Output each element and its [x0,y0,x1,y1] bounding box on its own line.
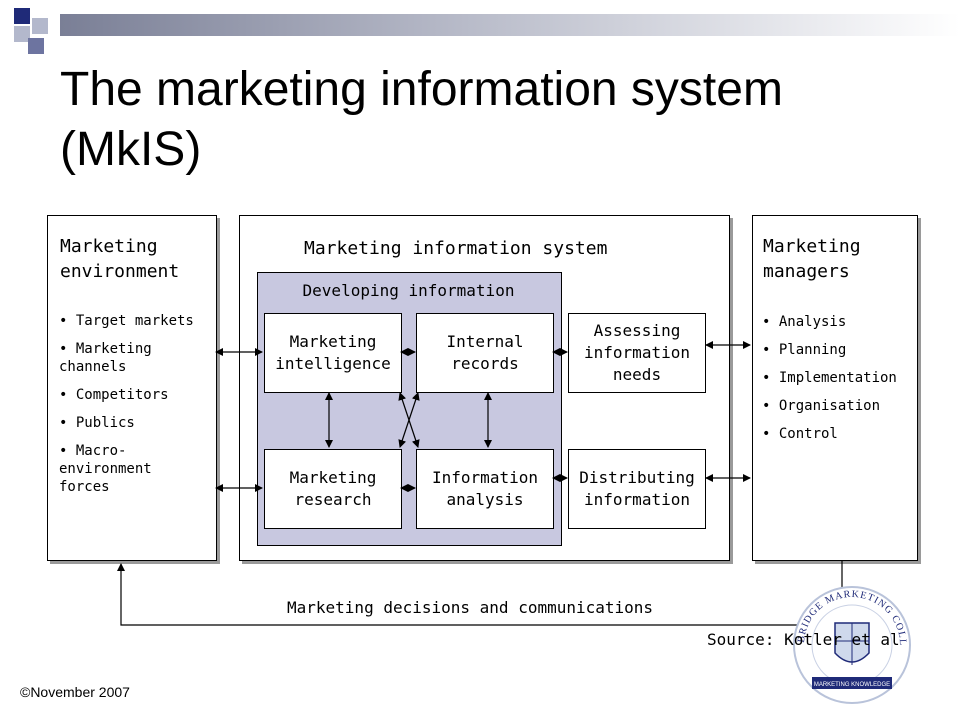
college-seal-logo: CAMBRIDGE MARKETING COLLEGE MARKETING KN… [790,583,911,704]
list-item: • Implementation [762,370,897,386]
svg-text:MARKETING KNOWLEDGE: MARKETING KNOWLEDGE [814,682,890,688]
internal-records-box: Internal records [416,313,554,393]
footer-date: ©November 2007 [20,684,130,700]
environment-panel [47,215,217,561]
system-heading: Marketing information system [304,238,608,259]
list-item: • Control [762,426,838,442]
developing-heading: Developing information [302,281,515,300]
managers-panel [752,215,918,561]
arrow-cross-2 [398,392,420,448]
environment-list: • Target markets • Marketing channels • … [59,312,209,506]
distributing-info-box: Distributing information [568,449,706,529]
environment-heading: Marketing environment [60,236,180,282]
title-bar-gradient [60,14,960,36]
list-item: • Publics [59,415,135,431]
assessing-needs-box: Assessing information needs [568,313,706,393]
list-item: • Marketing channels [59,341,152,375]
list-item: • Competitors [59,387,169,403]
information-analysis-box: Information analysis [416,449,554,529]
feedback-label: Marketing decisions and communications [287,598,654,617]
source-citation: Source: Kotler et al [707,630,900,649]
list-item: • Planning [762,342,847,358]
corner-square-4 [28,38,44,54]
list-item: • Target markets [59,313,194,329]
slide-title: The marketing information system (MkIS) [60,63,783,176]
list-item: • Analysis [762,314,847,330]
corner-square-1 [14,8,30,24]
corner-square-3 [14,26,30,42]
list-item: • Organisation [762,398,881,414]
marketing-research-box: Marketing research [264,449,402,529]
list-item: • Macro-environment forces [59,443,152,495]
managers-heading: Marketing managers [763,236,861,282]
managers-list: • Analysis • Planning • Implementation •… [762,313,916,453]
corner-square-2 [32,18,48,34]
